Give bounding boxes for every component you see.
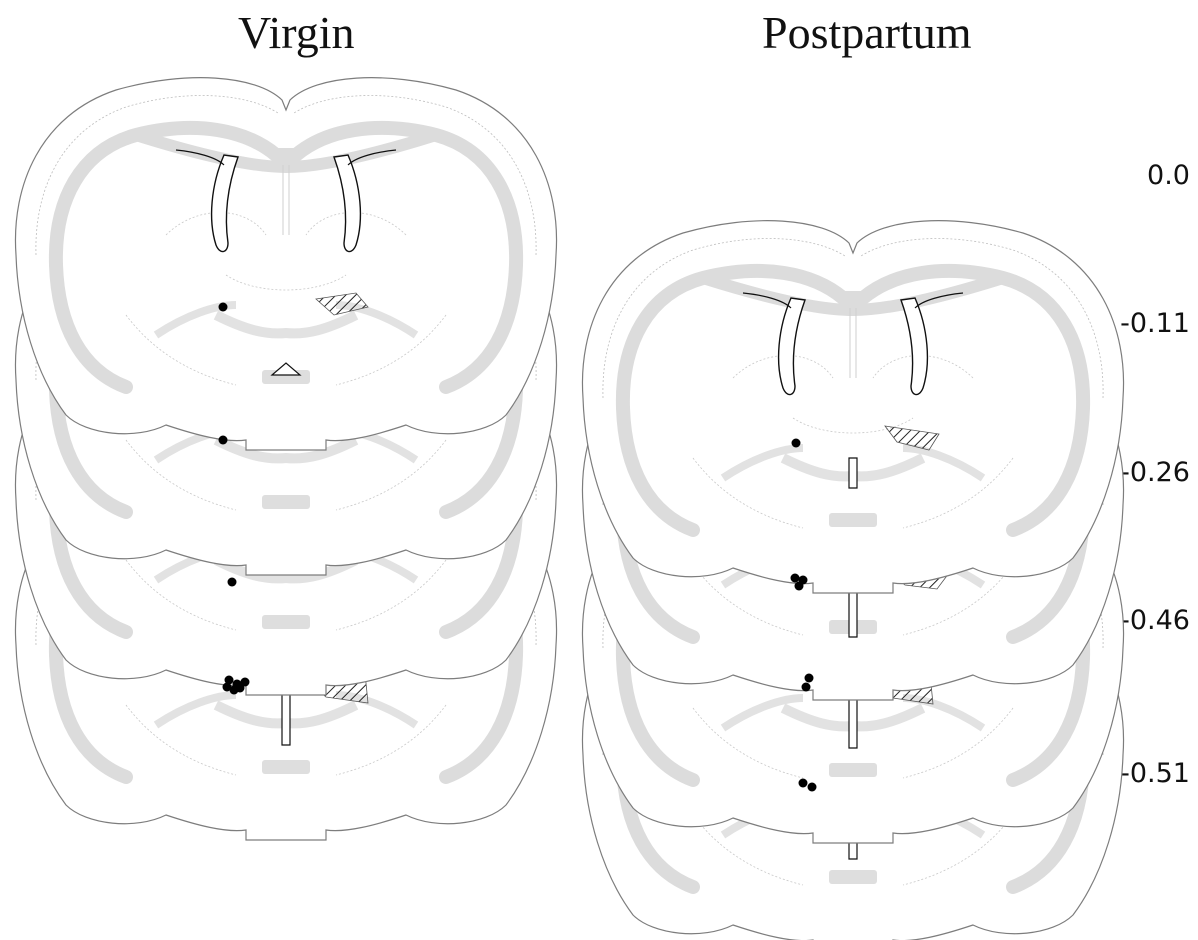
injection-site-marker — [219, 303, 228, 312]
injection-site-marker — [805, 674, 814, 683]
virgin-section-1 — [15, 78, 556, 450]
injection-site-marker — [808, 783, 817, 792]
injection-site-marker — [236, 684, 245, 693]
postpartum-section-1 — [582, 221, 1123, 593]
injection-site-marker — [792, 439, 801, 448]
injection-site-marker — [799, 779, 808, 788]
injection-site-marker — [802, 683, 811, 692]
injection-site-marker — [791, 574, 800, 583]
injection-site-marker — [795, 582, 804, 591]
injection-site-marker — [219, 436, 228, 445]
injection-site-marker — [228, 578, 237, 587]
